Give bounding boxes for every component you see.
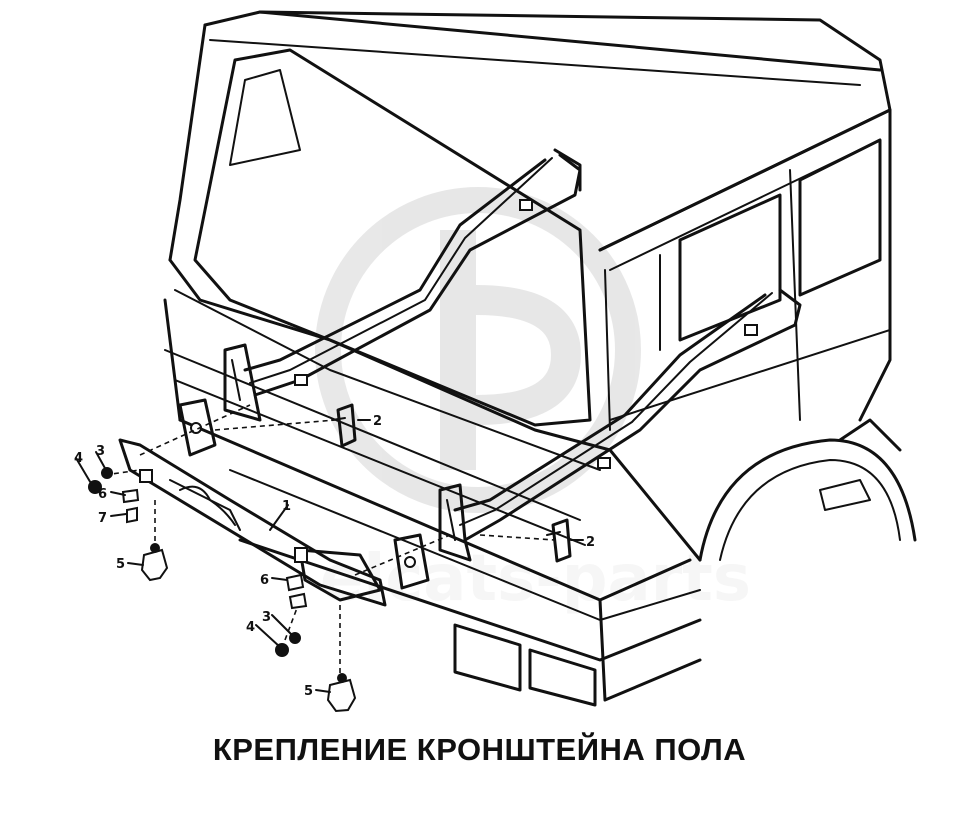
callout-3-right: 3 xyxy=(262,610,271,625)
front-cross-member xyxy=(118,438,387,607)
hardware-right xyxy=(275,573,357,713)
callout-1: 1 xyxy=(282,499,291,514)
floor-bracket-right xyxy=(438,288,802,562)
callout-4-left: 4 xyxy=(74,451,83,466)
hardware-left xyxy=(88,467,169,582)
callout-5-right: 5 xyxy=(304,684,313,699)
clip-upper xyxy=(331,403,357,448)
floor-bracket-left xyxy=(223,148,582,422)
assembly-lines xyxy=(104,404,556,675)
callouts: 1 2 2 3 4 6 7 5 6 3 4 5 xyxy=(74,414,595,699)
watermark-text: elcats-parts xyxy=(320,542,751,616)
watermark: elcats-parts xyxy=(315,187,751,616)
callout-5-left: 5 xyxy=(116,557,125,572)
clip-lower xyxy=(546,518,572,563)
callout-6-left: 6 xyxy=(98,487,107,502)
callout-7: 7 xyxy=(98,511,107,526)
callout-2-upper: 2 xyxy=(373,414,382,429)
callout-2-lower: 2 xyxy=(586,535,595,550)
callout-3-left: 3 xyxy=(96,444,105,459)
mount-plate-right xyxy=(393,533,430,590)
cab-body xyxy=(163,10,917,707)
callout-4-right: 4 xyxy=(246,620,255,635)
leader-lines xyxy=(75,419,584,693)
callout-6-right: 6 xyxy=(260,573,269,588)
mount-plate-left xyxy=(178,398,217,457)
diagram-caption: КРЕПЛЕНИЕ КРОНШТЕЙНА ПОЛА xyxy=(212,732,747,767)
